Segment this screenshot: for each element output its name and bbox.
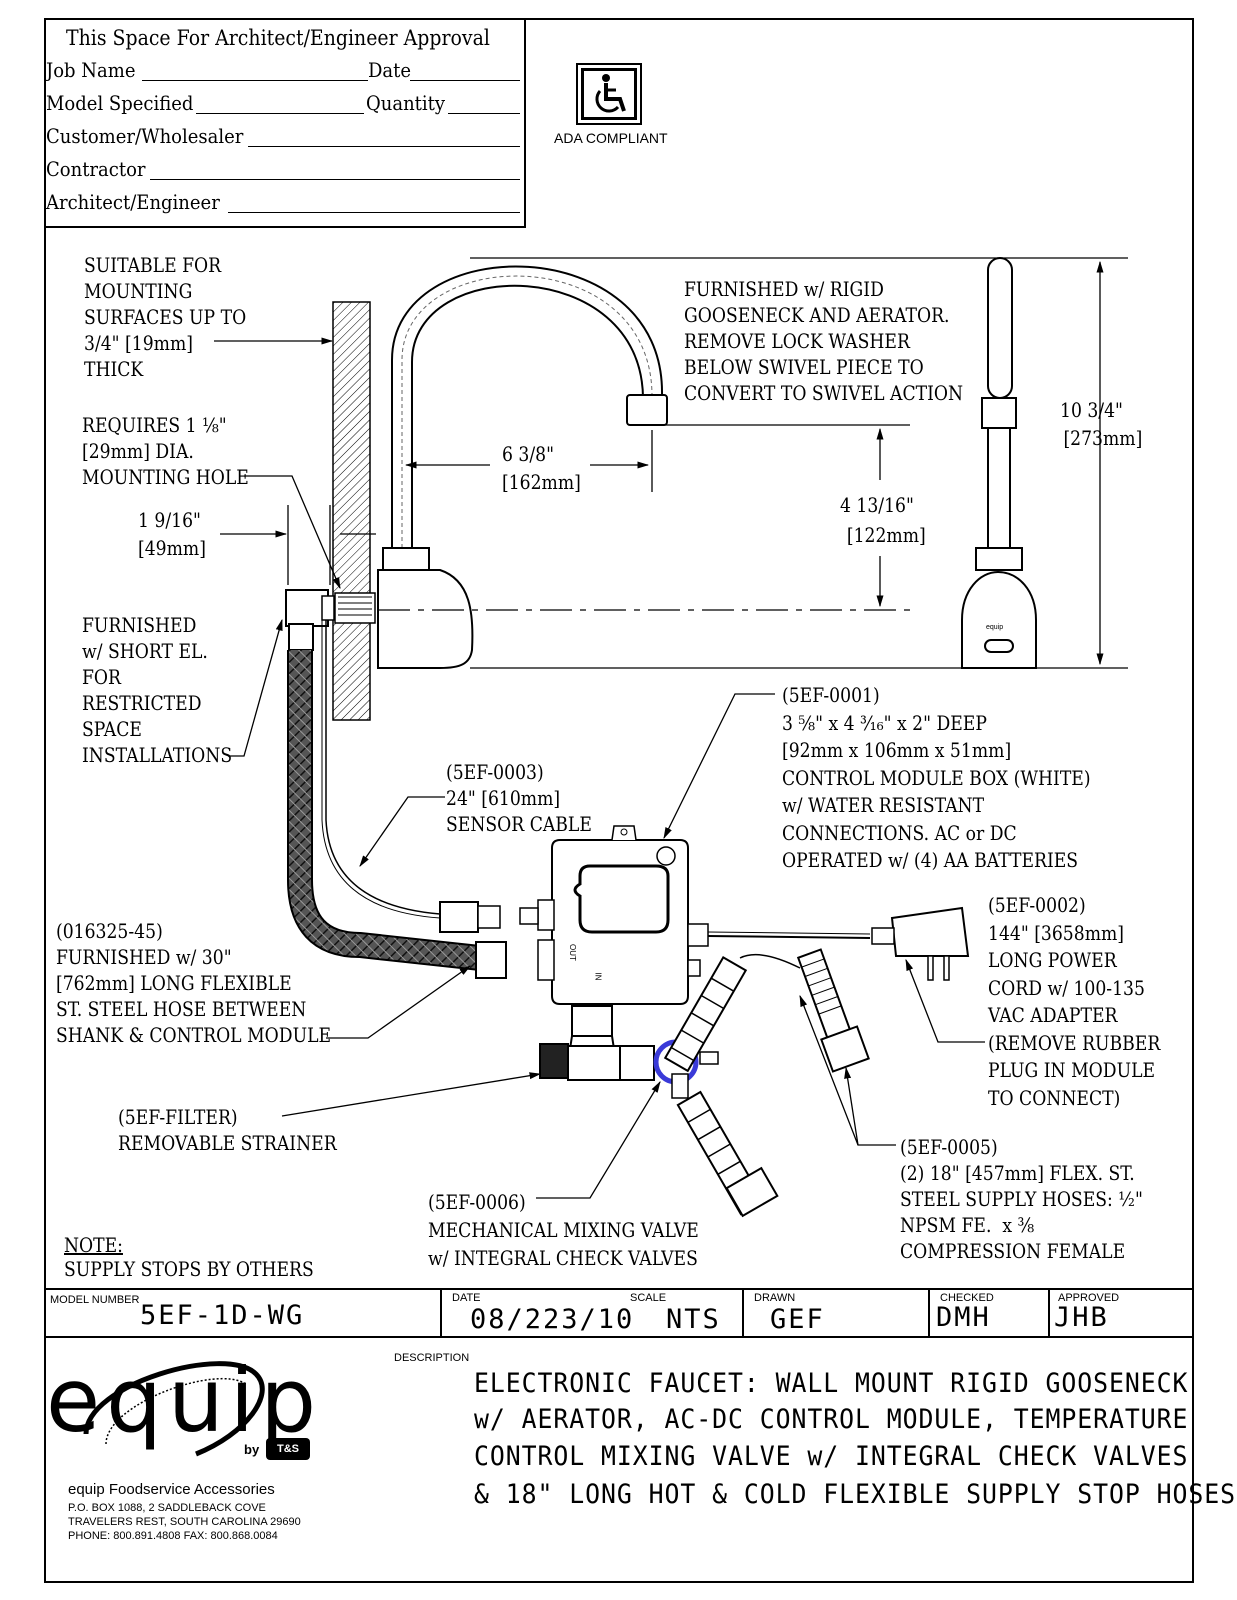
faucet-body (377, 569, 474, 669)
note-control-box: (5EF-0001)3 ⅝" x 4 ³⁄₁₆" x 2" DEEP[92mm … (782, 683, 1091, 872)
description-line: w/ AERATOR, AC-DC CONTROL MODULE, TEMPER… (474, 1404, 1189, 1435)
out-label: OUT (567, 944, 577, 961)
wheelchair-icon (576, 63, 642, 125)
note-text: SUPPLY STOPS BY OTHERS (64, 1257, 314, 1281)
contractor-label: Contractor (46, 157, 146, 181)
strainer-cap (539, 1043, 569, 1079)
description-line: CONTROL MIXING VALVE w/ INTEGRAL CHECK V… (474, 1441, 1189, 1472)
title-block-mid-rule (44, 1336, 1194, 1338)
drawn-value: GEF (770, 1304, 825, 1335)
description-label: DESCRIPTION (394, 1352, 470, 1364)
date-line (410, 80, 520, 81)
wall-section (332, 301, 371, 721)
model-specified-label: Model Specified (46, 91, 194, 115)
architect-line (228, 212, 520, 213)
approved-value: JHB (1054, 1302, 1109, 1333)
company-address-1: P.O. BOX 1088, 2 SADDLEBACK COVE (68, 1502, 266, 1514)
in-label: IN (593, 972, 603, 981)
job-name-line (142, 80, 368, 81)
dim-offset: 1 9/16"[49mm] (138, 508, 206, 560)
dim-spout-height: 4 13/16"[122mm] (840, 493, 926, 547)
scale-label: SCALE (630, 1292, 667, 1304)
equip-logo: equip by T&S (46, 1344, 346, 1474)
brand-badge: equip (986, 624, 1004, 631)
description-line: ELECTRONIC FAUCET: WALL MOUNT RIGID GOOS… (474, 1368, 1189, 1399)
drawing-sheet (44, 18, 1194, 1583)
customer-label: Customer/Wholesaler (46, 124, 244, 148)
sensor-cable (325, 620, 441, 915)
quantity-line (448, 113, 520, 114)
checked-label: CHECKED (940, 1292, 994, 1304)
approval-block: This Space For Architect/Engineer Approv… (44, 18, 526, 228)
flex-hose (289, 650, 482, 969)
drawn-label: DRAWN (754, 1292, 796, 1304)
divider (928, 1288, 930, 1336)
company-address-2: TRAVELERS REST, SOUTH CAROLINA 29690 (68, 1516, 301, 1528)
architect-label: Architect/Engineer (46, 190, 220, 214)
divider (1048, 1288, 1050, 1336)
date-value: 08/223/10 (470, 1304, 635, 1335)
model-number: 5EF-1D-WG (140, 1300, 305, 1331)
ada-label: ADA COMPLIANT (554, 130, 668, 146)
note-title: NOTE: (64, 1233, 123, 1257)
scale-value: NTS (666, 1304, 721, 1335)
approved-label: APPROVED (1058, 1292, 1120, 1304)
note-flex-hose: (016325-45)FURNISHED w/ 30"[762mm] LONG … (56, 919, 332, 1047)
ts-logo: T&S (266, 1438, 310, 1460)
job-name-label: Job Name (46, 58, 136, 82)
note-sensor-cable: (5EF-0003)24" [610mm]SENSOR CABLE (446, 760, 592, 836)
contractor-line (150, 179, 520, 180)
description-line: & 18" LONG HOT & COLD FLEXIBLE SUPPLY ST… (474, 1479, 1237, 1510)
model-line (196, 113, 364, 114)
logo-text: equip (46, 1349, 323, 1452)
divider (440, 1288, 442, 1336)
dim-total-height: 10 3/4"[273mm] (1060, 398, 1143, 450)
aerator (626, 394, 668, 426)
date-label: Date (368, 58, 412, 82)
power-adapter (890, 906, 970, 957)
logo-by: by (244, 1442, 260, 1457)
note-strainer: (5EF-FILTER)REMOVABLE STRAINER (118, 1105, 337, 1155)
checked-value: DMH (936, 1302, 991, 1333)
model-number-label: MODEL NUMBER (50, 1294, 140, 1306)
approval-title: This Space For Architect/Engineer Approv… (66, 26, 490, 50)
note-supply-hoses: (5EF-0005)(2) 18" [457mm] FLEX. ST.STEEL… (900, 1135, 1143, 1263)
dim-reach: 6 3/8"[162mm] (502, 442, 581, 494)
title-block-top-rule (44, 1288, 1194, 1290)
company-name: equip Foodservice Accessories (68, 1481, 275, 1498)
company-phone: PHONE: 800.891.4808 FAX: 800.868.0084 (68, 1530, 278, 1542)
note-mounting-hole: REQUIRES 1 ⅛"[29mm] DIA.MOUNTING HOLE (82, 413, 249, 489)
date-label-tb: DATE (452, 1292, 481, 1304)
divider (742, 1288, 744, 1336)
quantity-label: Quantity (366, 91, 446, 115)
customer-line (248, 146, 520, 147)
